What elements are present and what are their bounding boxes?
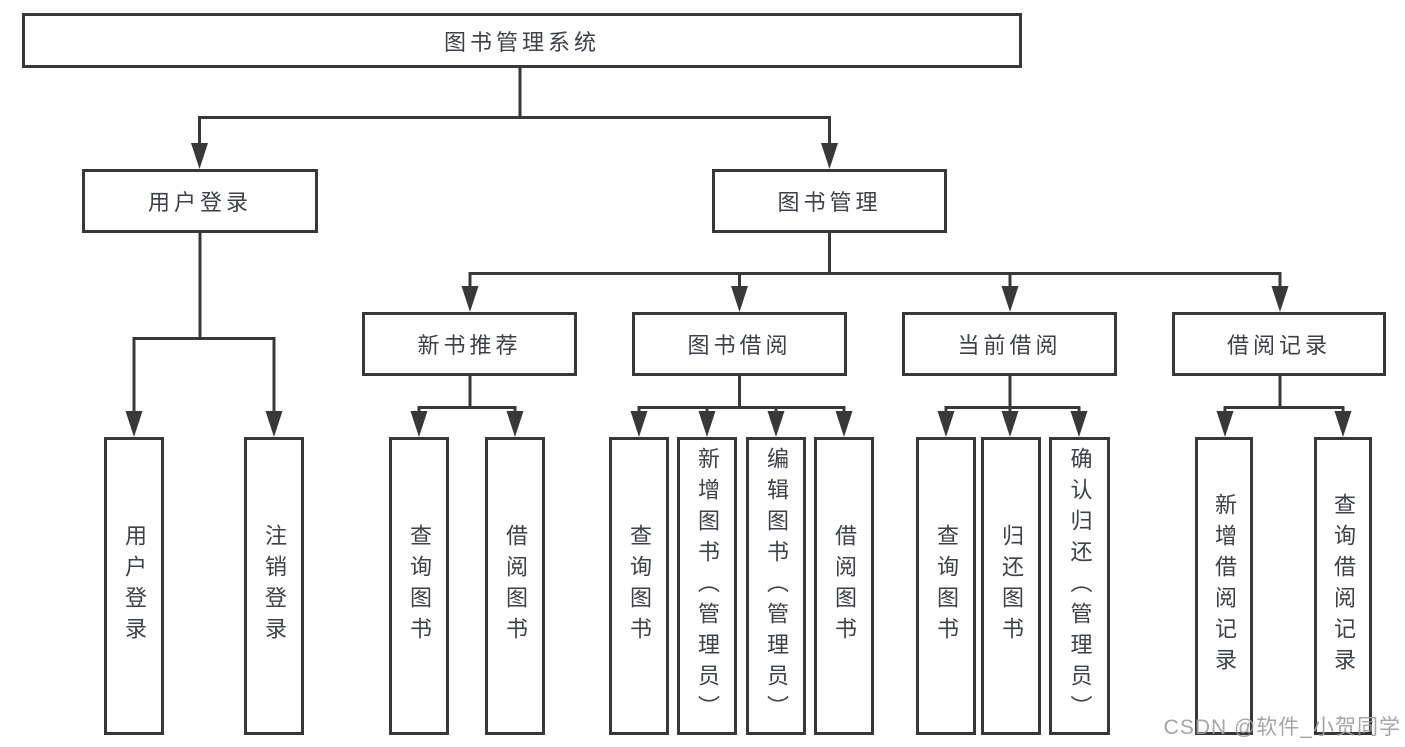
node-label: 编辑图书（管理员） bbox=[764, 446, 789, 726]
node-label: 当前借阅 bbox=[957, 333, 1062, 358]
node-borrow-records: 借阅记录 bbox=[1172, 312, 1386, 376]
node-label: 归还图书 bbox=[999, 524, 1024, 648]
node-book-borrow: 图书借阅 bbox=[632, 312, 847, 376]
node-label: 图书借阅 bbox=[687, 333, 792, 358]
leaf-logout: 注销登录 bbox=[244, 437, 304, 735]
node-label: 借阅图书 bbox=[832, 524, 857, 648]
leaf-borrow-books: 借阅图书 bbox=[814, 437, 874, 735]
node-label: 用户登录 bbox=[147, 190, 252, 215]
node-label: 注销登录 bbox=[262, 524, 287, 648]
leaf-edit-book-admin: 编辑图书（管理员） bbox=[746, 437, 806, 735]
leaf-return-book: 归还图书 bbox=[981, 437, 1041, 735]
csdn-watermark: CSDN @软件_小贺同学 bbox=[1163, 716, 1401, 739]
leaf-confirm-return-admin: 确认归还（管理员） bbox=[1049, 437, 1110, 735]
node-current-borrow: 当前借阅 bbox=[902, 312, 1117, 376]
node-user-login: 用户登录 bbox=[82, 169, 318, 233]
node-library-management-system: 图书管理系统 bbox=[22, 13, 1022, 68]
node-label: 查询图书 bbox=[934, 524, 959, 648]
leaf-query-books-recommend: 查询图书 bbox=[389, 437, 449, 735]
node-label: 新增图书（管理员） bbox=[695, 446, 720, 726]
node-book-management: 图书管理 bbox=[712, 169, 947, 233]
node-label: 用户登录 bbox=[122, 524, 147, 648]
node-label: 查询图书 bbox=[627, 524, 652, 648]
leaf-user-login: 用户登录 bbox=[104, 437, 164, 735]
node-label: 确认归还（管理员） bbox=[1067, 446, 1093, 726]
node-label: 图书管理系统 bbox=[443, 29, 600, 55]
node-label: 查询图书 bbox=[407, 524, 432, 648]
node-label: 图书管理 bbox=[777, 190, 882, 215]
leaf-add-book-admin: 新增图书（管理员） bbox=[677, 437, 737, 735]
node-label: 查询借阅记录 bbox=[1331, 493, 1356, 679]
leaf-query-books-current: 查询图书 bbox=[916, 437, 976, 735]
leaf-query-borrow-record: 查询借阅记录 bbox=[1314, 437, 1372, 735]
arrowhead-icons bbox=[125, 143, 1352, 437]
leaf-borrow-books-recommend: 借阅图书 bbox=[485, 437, 545, 735]
node-label: 新增借阅记录 bbox=[1212, 493, 1237, 679]
leaf-query-books-borrow: 查询图书 bbox=[609, 437, 669, 735]
node-label: 借阅图书 bbox=[503, 524, 528, 648]
node-label: 新书推荐 bbox=[417, 333, 522, 358]
node-new-book-recommend: 新书推荐 bbox=[362, 312, 577, 376]
leaf-add-borrow-record: 新增借阅记录 bbox=[1195, 437, 1253, 735]
node-label: 借阅记录 bbox=[1226, 333, 1331, 358]
